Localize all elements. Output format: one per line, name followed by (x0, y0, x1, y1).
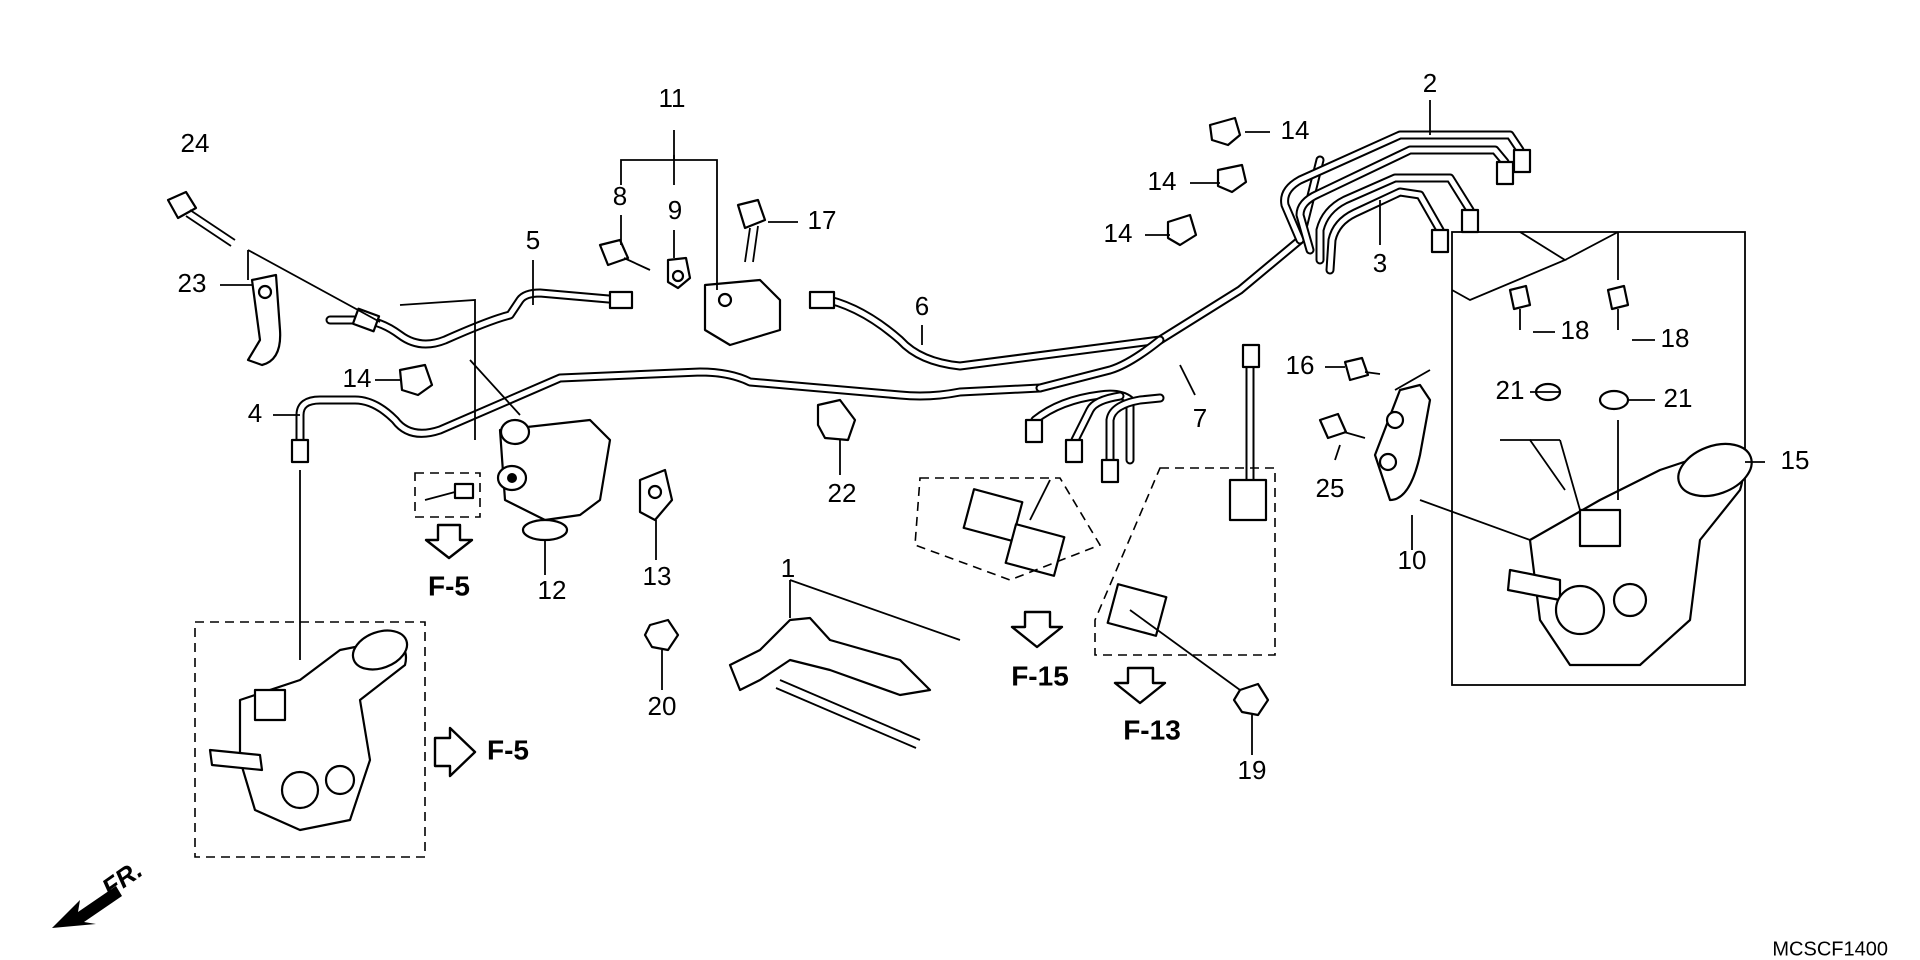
callout-10: 10 (1398, 545, 1427, 575)
callout-14-a: 14 (1281, 115, 1310, 145)
ref-label-f5-left: F-5 (428, 570, 470, 601)
bracket-10[interactable] (1373, 383, 1432, 502)
reference-labels: F-5 F-5 F-15 F-13 FR. MCSCF1400 (96, 570, 1888, 960)
pipe-2-end-nut-a (1512, 148, 1532, 174)
callout-6: 6 (915, 291, 929, 321)
ref-arrow-down-f5[interactable] (424, 523, 474, 560)
diagram-code: MCSCF1400 (1772, 938, 1888, 960)
clamp-14-b[interactable] (1216, 163, 1248, 194)
callout-25: 25 (1316, 473, 1345, 503)
pipe-5-end-nut (608, 290, 634, 310)
callout-15: 15 (1781, 445, 1810, 475)
ref-arrow-right-f5[interactable] (433, 726, 477, 778)
clamp-22[interactable] (816, 398, 857, 442)
front-direction-arrow (52, 886, 122, 928)
callout-16: 16 (1286, 350, 1315, 380)
pipe-5-flare-nut (351, 307, 381, 333)
callout-labels: 1 2 3 4 5 6 7 8 9 10 11 12 13 14 14 14 1… (178, 68, 1810, 785)
pipe-2-end-nut-b (1495, 160, 1515, 186)
callout-24: 24 (181, 128, 210, 158)
bolt-16[interactable] (1343, 356, 1381, 382)
callout-17: 17 (808, 205, 837, 235)
pipe-7-nut-a (1024, 418, 1044, 444)
bolt-18-b[interactable] (1606, 284, 1630, 330)
bracket-23[interactable] (246, 273, 282, 367)
clamp-13[interactable] (638, 468, 674, 522)
ref-label-f13: F-13 (1123, 714, 1181, 745)
callout-13: 13 (643, 561, 672, 591)
callout-7: 7 (1193, 403, 1207, 433)
pipe-4-flare-nut (290, 438, 310, 464)
callout-20: 20 (648, 691, 677, 721)
joint-block-11[interactable] (703, 278, 782, 347)
pipe-7-nut-b (1064, 438, 1084, 464)
bolt-18-a[interactable] (1508, 284, 1532, 330)
callout-19: 19 (1238, 755, 1267, 785)
proportioning-valve-12[interactable] (496, 418, 612, 542)
callout-18-a: 18 (1561, 315, 1590, 345)
brake-pipes (295, 130, 1525, 485)
callout-9: 9 (668, 195, 682, 225)
pipe-7-nut-c (1100, 458, 1120, 484)
pipe-3-end-nut-b (1430, 228, 1450, 254)
ref-arrow-down-f15[interactable] (1010, 610, 1064, 649)
bleeder-screw[interactable] (424, 482, 475, 501)
callout-14-d: 14 (343, 363, 372, 393)
bolt-25[interactable] (1318, 412, 1366, 440)
callout-21-a: 21 (1496, 375, 1525, 405)
modulator-unit-left[interactable] (194, 621, 426, 858)
callout-8: 8 (613, 181, 627, 211)
callout-21-b: 21 (1664, 383, 1693, 413)
dashed-groupings (414, 467, 1276, 656)
nut-19[interactable] (1232, 682, 1270, 717)
pipe-6-end-nut (808, 290, 836, 310)
leader-lines (220, 100, 1765, 755)
callout-18-b: 18 (1661, 323, 1690, 353)
pipe-vertical-nut (1241, 343, 1261, 369)
clamp-14-d[interactable] (398, 363, 434, 397)
callout-3: 3 (1373, 248, 1387, 278)
bolt-17[interactable] (736, 198, 767, 263)
pipe-3-end-nut-a (1460, 208, 1480, 234)
washer-21-b[interactable] (1598, 389, 1630, 411)
callout-12: 12 (538, 575, 567, 605)
callout-14-c: 14 (1104, 218, 1133, 248)
bolt-24[interactable] (166, 190, 236, 247)
clamp-14-c[interactable] (1166, 213, 1198, 247)
ref-arrow-down-f13[interactable] (1113, 666, 1167, 705)
pipe-fittings (290, 148, 1532, 484)
callout-5: 5 (526, 225, 540, 255)
nut-20[interactable] (643, 618, 680, 652)
callout-14-b: 14 (1148, 166, 1177, 196)
clamp-14-a[interactable] (1208, 116, 1242, 147)
callout-2: 2 (1423, 68, 1437, 98)
ref-label-f15: F-15 (1011, 660, 1069, 691)
callout-22: 22 (828, 478, 857, 508)
bolt-9[interactable] (666, 256, 692, 290)
pipe-bracket-1[interactable] (728, 616, 932, 749)
ref-label-f5-lower: F-5 (487, 734, 529, 765)
callout-23: 23 (178, 268, 207, 298)
callout-11: 11 (659, 83, 686, 113)
modulator-unit-15[interactable] (1451, 231, 1759, 686)
junction-blocks[interactable] (962, 478, 1268, 637)
bolt-8[interactable] (598, 238, 651, 271)
callout-4: 4 (248, 398, 262, 428)
callout-1: 1 (781, 553, 795, 583)
